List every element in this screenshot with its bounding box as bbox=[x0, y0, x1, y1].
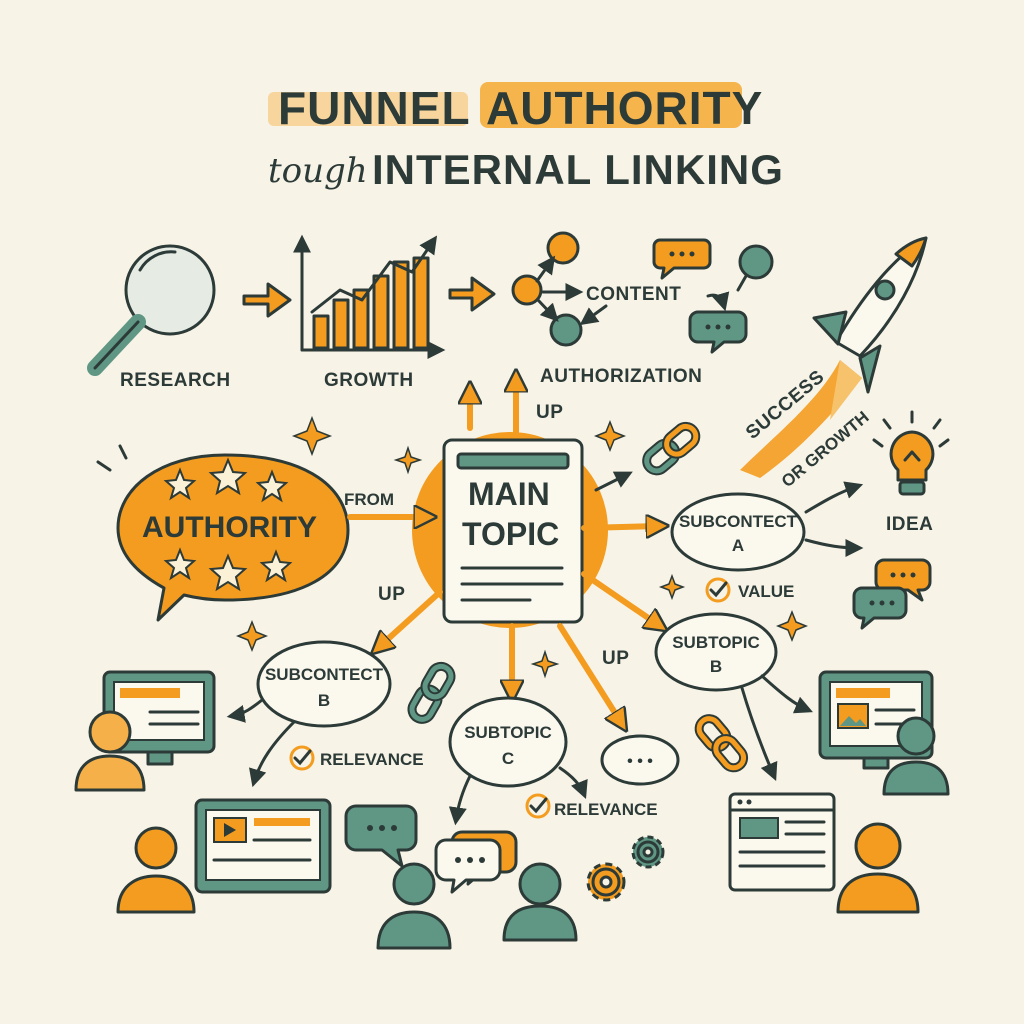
node-subcontect-b-line1: SUBCONTECT bbox=[265, 665, 384, 684]
label-idea: IDEA bbox=[886, 514, 933, 535]
check-icon bbox=[705, 577, 731, 603]
label-value: VALUE bbox=[738, 582, 794, 601]
arrow-icon bbox=[558, 766, 588, 800]
check-icon bbox=[289, 745, 315, 771]
label-up-left: UP bbox=[378, 584, 405, 605]
person-icon bbox=[74, 710, 146, 792]
emphasis-lines bbox=[96, 444, 128, 472]
label-content: CONTENT bbox=[586, 284, 681, 305]
check-icon bbox=[525, 793, 551, 819]
arrow-icon bbox=[226, 698, 264, 723]
arrow-icon bbox=[804, 538, 864, 557]
person-icon bbox=[882, 716, 950, 796]
node-subcontect-b: SUBCONTECT B bbox=[256, 640, 392, 728]
person-icon bbox=[502, 862, 578, 942]
label-up-top: UP bbox=[536, 402, 563, 423]
arrow-icon bbox=[249, 720, 296, 788]
gear-icon bbox=[586, 862, 626, 902]
arrow-icon bbox=[804, 481, 864, 514]
arrow-right-icon bbox=[242, 282, 292, 318]
node-subtopic-b-line1: SUBTOPIC bbox=[672, 633, 760, 652]
person-icon bbox=[376, 862, 452, 950]
arrow-right-icon bbox=[448, 276, 496, 312]
label-growth: GROWTH bbox=[324, 370, 414, 391]
chat-bubble-icon bbox=[852, 586, 908, 630]
arrow-icon bbox=[594, 471, 633, 492]
label-research: RESEARCH bbox=[120, 370, 231, 391]
person-icon bbox=[836, 822, 920, 914]
title-highlight-soft bbox=[268, 92, 468, 126]
arrow-icon bbox=[581, 571, 660, 626]
browser-window-icon bbox=[728, 792, 836, 892]
chat-bubble-icon bbox=[344, 804, 418, 868]
ellipsis-text: • • • bbox=[627, 753, 653, 770]
arrow-icon bbox=[557, 623, 622, 724]
network-icon bbox=[511, 231, 608, 347]
title-word-funnel: FUNNEL bbox=[278, 82, 471, 134]
node-subtopic-b-line2: B bbox=[710, 657, 722, 676]
title-internal-linking: INTERNAL LINKING bbox=[372, 146, 784, 193]
label-up-bottom: UP bbox=[602, 648, 629, 669]
node-subtopic-b: SUBTOPIC B bbox=[654, 612, 778, 692]
title-word-authority: AUTHORITY bbox=[486, 82, 763, 134]
growth-chart-icon bbox=[293, 234, 446, 359]
node-subcontect-a-line2: A bbox=[732, 536, 744, 555]
node-subtopic-c-line1: SUBTOPIC bbox=[464, 723, 552, 742]
title: FUNNEL AUTHORITY tough INTERNAL LINKING bbox=[268, 82, 784, 193]
main-topic-document: MAIN TOPIC bbox=[442, 438, 584, 624]
label-relevance-left: RELEVANCE bbox=[320, 750, 424, 769]
chain-link-icon bbox=[642, 421, 701, 476]
node-subcontect-a: SUBCONTECT A bbox=[670, 492, 806, 572]
node-subtopic-c: SUBTOPIC C bbox=[448, 696, 568, 788]
title-highlight bbox=[480, 82, 742, 128]
title-script: tough bbox=[268, 151, 368, 191]
chain-link-icon bbox=[694, 714, 749, 773]
label-from: FROM bbox=[344, 490, 394, 509]
lightbulb-icon bbox=[872, 410, 950, 496]
rocket-icon bbox=[740, 236, 928, 478]
arrow-icon bbox=[760, 674, 813, 714]
gear-icon bbox=[631, 835, 665, 869]
monitor-video-icon bbox=[194, 798, 332, 894]
arrow-icon bbox=[740, 686, 778, 781]
arrow-icon bbox=[448, 774, 472, 826]
chat-bubble-icon bbox=[688, 291, 748, 354]
person-icon bbox=[116, 826, 196, 914]
chat-bubble-icon bbox=[434, 838, 502, 894]
label-authorization: AUTHORIZATION bbox=[540, 366, 702, 387]
main-topic-line2: TOPIC bbox=[462, 516, 559, 552]
magnifier-icon bbox=[87, 244, 216, 376]
label-authority: AUTHORITY bbox=[142, 511, 317, 544]
authority-speech-bubble: AUTHORITY bbox=[116, 453, 350, 622]
arrow-icon bbox=[378, 589, 443, 648]
node-subcontect-b-line2: B bbox=[318, 691, 330, 710]
node-subtopic-c-line2: C bbox=[502, 749, 514, 768]
chain-link-icon bbox=[407, 661, 456, 724]
node-subcontect-a-line1: SUBCONTECT bbox=[679, 512, 798, 531]
arrow-right-icon bbox=[581, 526, 660, 528]
sparkle-icons bbox=[235, 415, 809, 679]
label-relevance-bottom: RELEVANCE bbox=[554, 800, 658, 819]
chat-bubble-icon bbox=[652, 238, 712, 280]
pin-icon bbox=[736, 244, 774, 292]
main-topic-line1: MAIN bbox=[468, 476, 550, 512]
ellipsis-node: • • • bbox=[600, 734, 680, 786]
